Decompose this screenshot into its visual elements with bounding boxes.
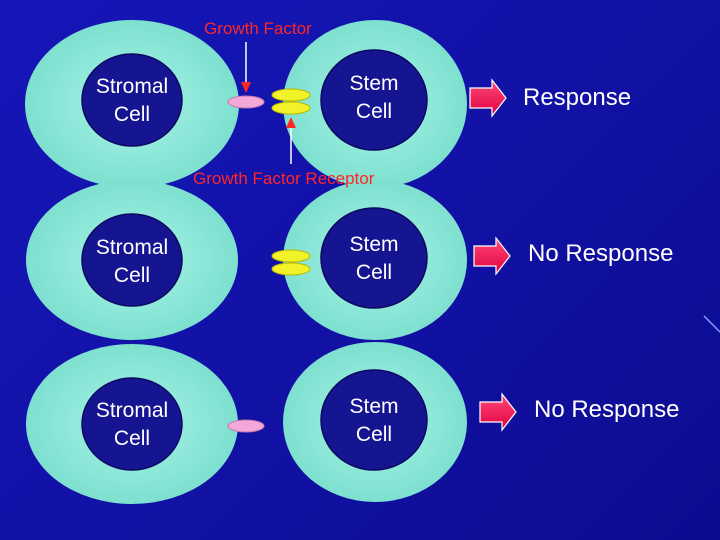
response-arrow-1 xyxy=(469,78,507,118)
stromal-cell-3 xyxy=(26,344,238,504)
growth-factor-receptor-label: Growth Factor Receptor xyxy=(193,169,375,188)
stem-cell-3 xyxy=(283,342,467,502)
stem-cell-2 xyxy=(283,180,467,340)
stromal-cell-label-2: Stromal Cell xyxy=(95,236,169,287)
response-arrow-2 xyxy=(473,236,511,276)
growth-factor-receptor-1 xyxy=(271,88,311,115)
response-label-1: Response xyxy=(523,84,632,111)
stromal-cell-label-3: Stromal Cell xyxy=(95,399,169,450)
stromal-cell-label-1: Stromal Cell xyxy=(95,75,169,126)
growth-factor-label: Growth Factor xyxy=(204,19,312,38)
stromal-cell-2 xyxy=(26,180,238,340)
pointer-arrow-growth-factor xyxy=(241,42,251,93)
decorative-stroke xyxy=(703,315,720,333)
growth-factor-ligand-3 xyxy=(227,419,265,433)
pointer-arrow-growth-factor-receptor xyxy=(286,117,296,164)
growth-factor-ligand-1 xyxy=(227,95,265,109)
stem-cell-1 xyxy=(283,20,467,188)
response-label-2: No Response xyxy=(528,240,674,267)
stem-cell-label-1: Stem Cell xyxy=(349,72,399,123)
stromal-cell-1 xyxy=(25,20,239,188)
stem-cell-label-3: Stem Cell xyxy=(349,395,399,446)
response-label-3: No Response xyxy=(534,396,680,423)
response-arrow-3 xyxy=(479,392,517,432)
stem-cell-label-2: Stem Cell xyxy=(349,233,399,284)
growth-factor-receptor-2 xyxy=(271,249,311,276)
